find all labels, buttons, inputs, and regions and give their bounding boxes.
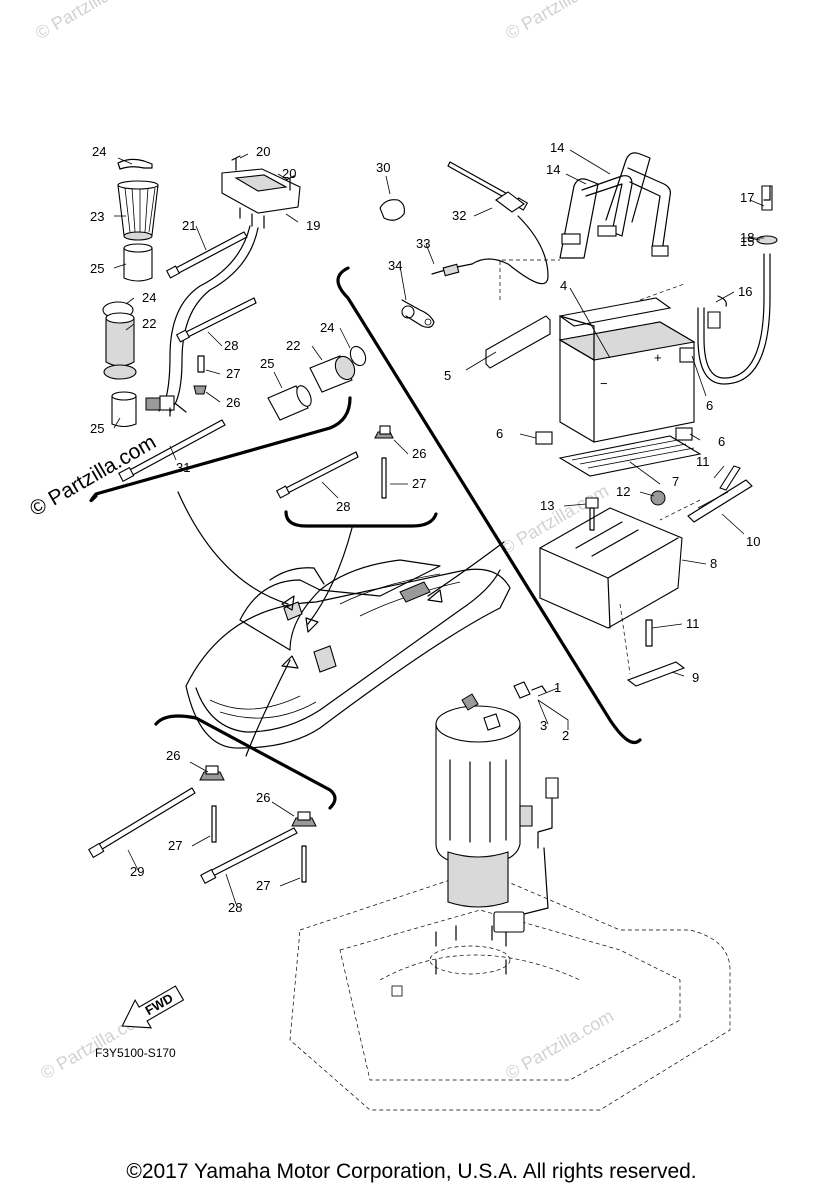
- diagram-code: F3Y5100-S170: [95, 1046, 176, 1060]
- callout-28a: 28: [224, 338, 238, 353]
- callout-27d: 27: [256, 878, 270, 893]
- callout-2: 2: [562, 728, 569, 743]
- tie-rivet-group-low: [88, 714, 337, 884]
- callout-8: 8: [710, 556, 717, 571]
- fuse-box-group: [89, 155, 367, 503]
- callout-13: 13: [540, 498, 554, 513]
- battery-minus-sign: −: [600, 376, 608, 391]
- callout-28c: 28: [228, 900, 242, 915]
- callout-1: 1: [554, 680, 561, 695]
- callout-26c: 26: [166, 748, 180, 763]
- callout-9: 9: [692, 670, 699, 685]
- callout-25c: 25: [260, 356, 274, 371]
- callout-16: 16: [738, 284, 752, 299]
- callout-14a: 14: [550, 140, 564, 155]
- tie-rivet-group-mid: [275, 425, 438, 528]
- callout-33: 33: [416, 236, 430, 251]
- callout-31: 31: [176, 460, 190, 475]
- callout-27b: 27: [412, 476, 426, 491]
- callout-24c: 24: [320, 320, 334, 335]
- callout-22a: 22: [142, 316, 156, 331]
- callout-25a: 25: [90, 261, 104, 276]
- watercraft-body: [177, 491, 511, 757]
- callout-21: 21: [182, 218, 196, 233]
- callout-29: 29: [130, 864, 144, 879]
- callout-4: 4: [560, 278, 567, 293]
- callout-20b: 20: [282, 166, 296, 181]
- callout-23: 23: [90, 209, 104, 224]
- watermark-bottom-right: © Partzilla.com: [502, 1005, 617, 1083]
- callout-26a: 26: [226, 395, 240, 410]
- callout-10: 10: [746, 534, 760, 549]
- watermark-top-right: © Partzilla.com: [502, 0, 617, 43]
- callout-24a: 24: [92, 144, 106, 159]
- callout-17: 17: [740, 190, 754, 205]
- callout-11b: 11: [686, 616, 700, 631]
- callout-18: 18: [740, 230, 754, 245]
- callout-25b: 25: [90, 421, 104, 436]
- callout-22b: 22: [286, 338, 300, 353]
- callout-3: 3: [540, 718, 547, 733]
- callout-26d: 26: [256, 790, 270, 805]
- callout-12: 12: [616, 484, 630, 499]
- callout-5: 5: [444, 368, 451, 383]
- battery-group: − +: [336, 152, 778, 745]
- callout-34: 34: [388, 258, 402, 273]
- callout-30: 30: [376, 160, 390, 175]
- callout-7: 7: [672, 474, 679, 489]
- copyright-notice: ©2017 Yamaha Motor Corporation, U.S.A. A…: [126, 1160, 697, 1183]
- callout-32: 32: [452, 208, 466, 223]
- callout-19: 19: [306, 218, 320, 233]
- leader-lines: [113, 149, 765, 905]
- callout-27a: 27: [226, 366, 240, 381]
- fwd-arrow: FWD: [121, 985, 185, 1029]
- callout-15: 15: [740, 234, 754, 249]
- callout-6c: 6: [718, 434, 725, 449]
- fuel-pump-group: [289, 681, 731, 1111]
- callout-6b: 6: [496, 426, 503, 441]
- callout-27c: 27: [168, 838, 182, 853]
- callout-6a: 6: [706, 398, 713, 413]
- callout-28b: 28: [336, 499, 350, 514]
- callout-20a: 20: [256, 144, 270, 159]
- callout-numbers: 24 23 25 20 20 19 21 24 22 25 28 27 26 2…: [90, 140, 760, 915]
- callout-14b: 14: [546, 162, 560, 177]
- callout-24b: 24: [142, 290, 156, 305]
- callout-11a: 11: [696, 454, 710, 469]
- battery-plus-sign: +: [654, 350, 662, 365]
- callout-26b: 26: [412, 446, 426, 461]
- watermark-top-left: © Partzilla.com: [32, 0, 147, 43]
